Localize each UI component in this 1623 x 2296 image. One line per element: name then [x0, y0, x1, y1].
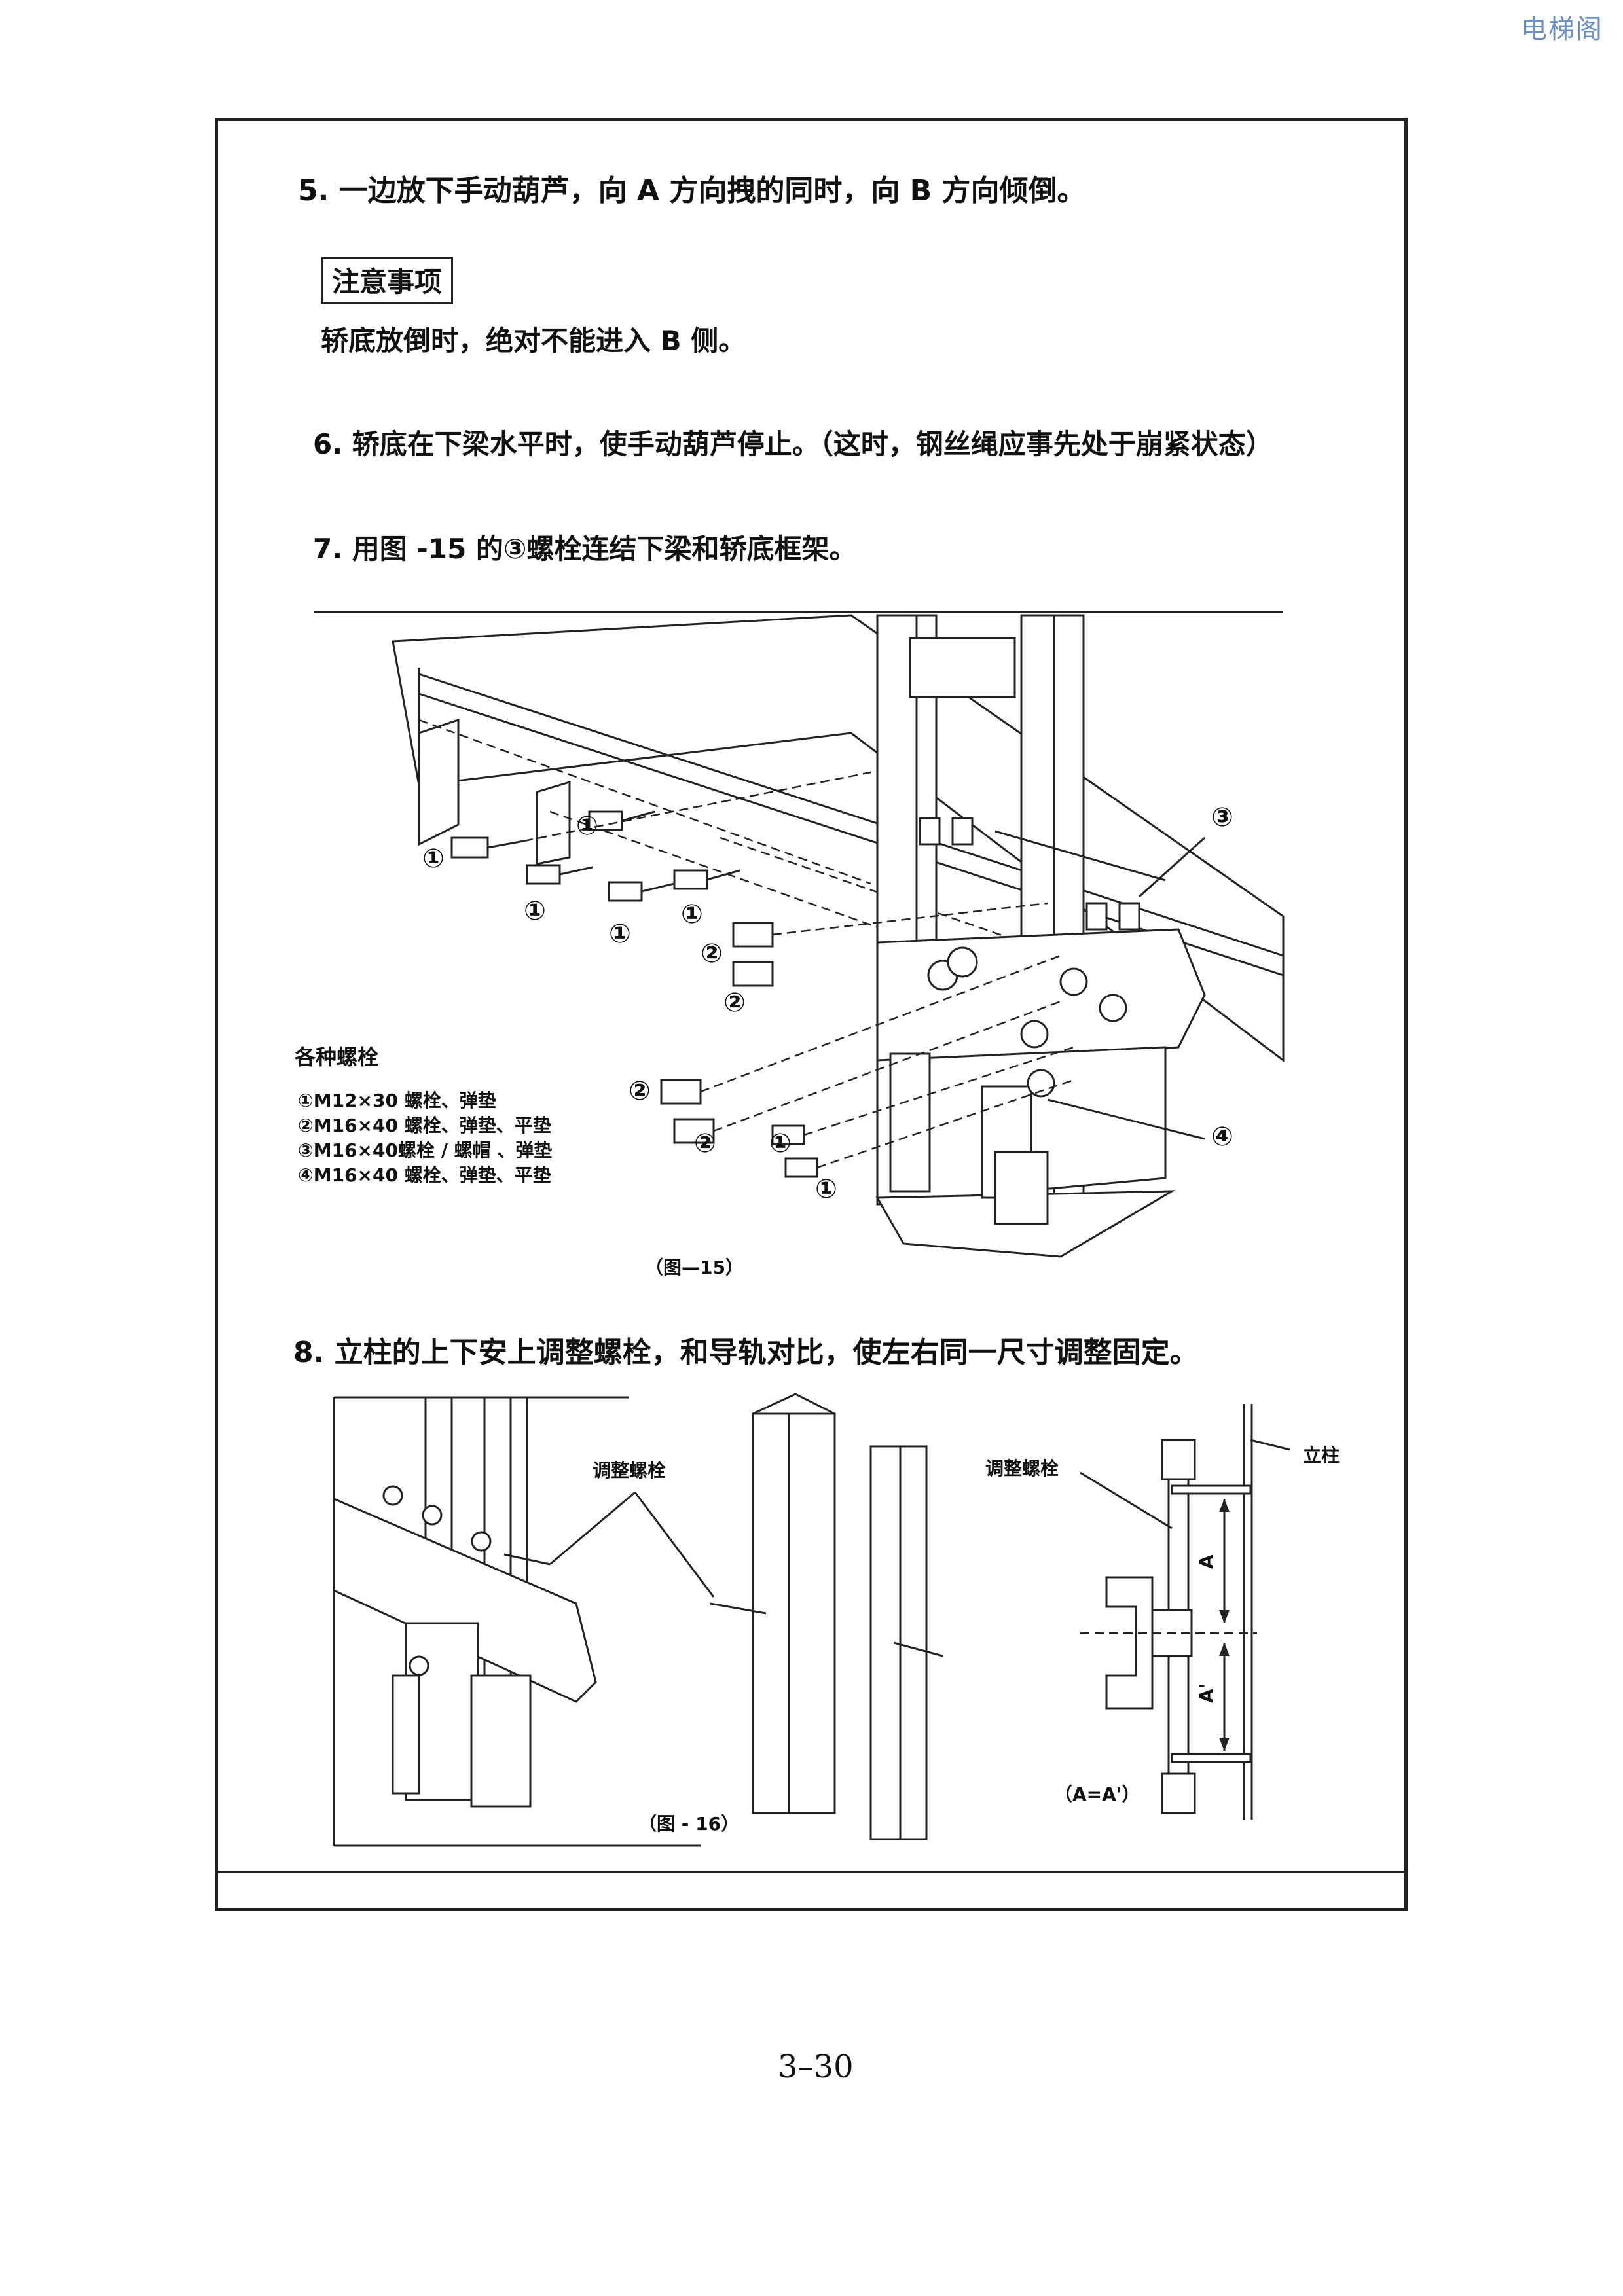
callout-2: ②: [701, 939, 723, 969]
notice-text: 轿底放倒时，绝对不能进入 B 侧。: [321, 325, 746, 357]
step-5-text: 5. 一边放下手动葫芦，向 A 方向拽的同时，向 B 方向倾倒。: [298, 174, 1086, 207]
callout-1: ①: [524, 896, 546, 926]
figure-15-caption: （图—15）: [645, 1257, 744, 1278]
callout-2: ②: [723, 988, 746, 1018]
step-7-text: 7. 用图 -15 的③螺栓连结下梁和轿底框架。: [313, 533, 857, 565]
step-6-text: 6. 轿底在下梁水平时，使手动葫芦停止。（这时，钢丝绳应事先处于崩紧状态）: [313, 428, 1273, 460]
callout-1: ①: [815, 1174, 837, 1204]
figure-15-legend-item: ④M16×40 螺栓、弹垫、平垫: [298, 1164, 551, 1186]
callout-1: ①: [769, 1128, 792, 1158]
adjust-bolt-label-right: 调整螺栓: [985, 1458, 1059, 1479]
frame-bottom-divider: [215, 1871, 1408, 1873]
callout-2: ②: [629, 1076, 651, 1106]
column-label: 立柱: [1303, 1444, 1340, 1466]
watermark: 电梯阁: [1521, 14, 1603, 45]
dimension-a-prime-label: A': [1195, 1683, 1217, 1703]
figure-15-legend-item: ②M16×40 螺栓、弹垫、平垫: [298, 1115, 551, 1136]
page-frame: [215, 118, 1408, 1911]
callout-4: ④: [1211, 1122, 1233, 1152]
dimension-a-label: A: [1195, 1554, 1217, 1569]
callout-3: ③: [1211, 802, 1233, 833]
step-8-text: 8. 立柱的上下安上调整螺栓，和导轨对比，使左右同一尺寸调整固定。: [293, 1336, 1199, 1369]
callout-1: ①: [576, 811, 598, 841]
callout-2: ②: [694, 1128, 716, 1158]
figure-15-legend-item: ①M12×30 螺栓、弹垫: [298, 1090, 496, 1111]
figure-15-legend-item: ③M16×40螺栓 / 螺帽 、弹垫: [298, 1139, 553, 1161]
equation-label: （A=A'）: [1054, 1784, 1140, 1805]
callout-1: ①: [422, 844, 445, 874]
notice-title: 注意事项: [321, 257, 454, 304]
figure-15-legend-title: 各种螺栓: [295, 1045, 379, 1069]
adjust-bolt-label-left: 调整螺栓: [593, 1460, 666, 1481]
callout-1: ①: [609, 919, 631, 949]
figure-16-caption: （图 - 16）: [638, 1813, 740, 1835]
page-number: 3–30: [778, 2049, 854, 2085]
callout-1: ①: [681, 899, 703, 929]
